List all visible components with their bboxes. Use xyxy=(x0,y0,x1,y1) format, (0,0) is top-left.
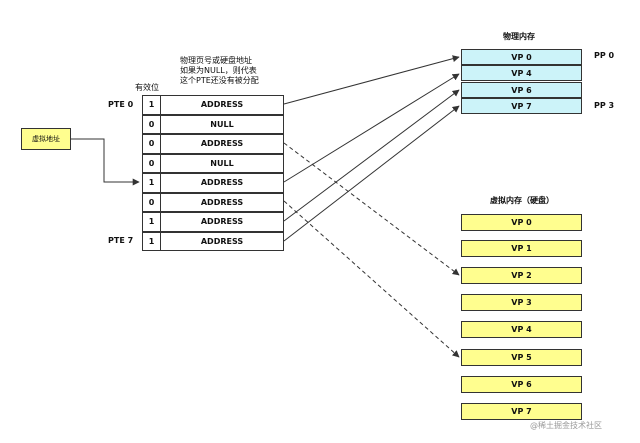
pte-addr-cell: ADDRESS xyxy=(160,192,284,212)
virtual-address-label: 虚拟地址 xyxy=(32,135,60,143)
mapping-arrow-pte0-vp0 xyxy=(283,55,460,105)
mapping-arrow-pte4-vp4 xyxy=(283,73,460,183)
virtual-page-label: VP 3 xyxy=(511,298,532,307)
virtual-page: VP 3 xyxy=(461,294,582,311)
pte-addr-value: ADDRESS xyxy=(200,178,244,188)
virtual-page: VP 7 xyxy=(461,403,582,420)
physical-page-label: VP 0 xyxy=(511,52,532,62)
virtual-address-box: 虚拟地址 xyxy=(21,128,71,150)
virtual-page: VP 1 xyxy=(461,240,582,257)
physical-page: VP 4 xyxy=(461,65,582,81)
virtual-page-label: VP 7 xyxy=(511,407,532,416)
virtual-page: VP 0 xyxy=(461,214,582,231)
pte-valid-value: 0 xyxy=(148,158,155,168)
pte-valid-value: 0 xyxy=(148,119,155,129)
virtual-page-label: VP 0 xyxy=(511,218,532,227)
pte-addr-value: ADDRESS xyxy=(200,100,244,110)
mapping-arrow-pte6-vp6 xyxy=(283,89,460,222)
pte7-label: PTE 7 xyxy=(108,236,134,245)
pp0-label: PP 0 xyxy=(594,51,615,60)
pte-valid-value: 1 xyxy=(148,217,155,227)
physical-page: VP 7 xyxy=(461,98,582,114)
pte-valid-value: 1 xyxy=(148,100,155,110)
pte-addr-value: ADDRESS xyxy=(200,139,244,149)
pte0-label: PTE 0 xyxy=(108,100,134,109)
pte-valid-value: 1 xyxy=(148,236,155,246)
page-table-note-line3: 这个PTE还没有被分配 xyxy=(180,76,259,85)
pte-addr-cell: NULL xyxy=(160,114,284,134)
virtual-page-label: VP 5 xyxy=(511,353,532,362)
pte-valid-value: 0 xyxy=(148,197,155,207)
virtual-page: VP 4 xyxy=(461,321,582,338)
virtual-page: VP 6 xyxy=(461,376,582,393)
pte-valid-cell: 0 xyxy=(142,153,161,173)
pte-addr-value: ADDRESS xyxy=(200,197,244,207)
virtual-page-label: VP 6 xyxy=(511,380,532,389)
virtual-page-label: VP 2 xyxy=(511,271,532,280)
page-table-note-line1: 物理页号或硬盘地址 xyxy=(180,56,252,65)
virtual-address-arrow xyxy=(71,138,140,186)
physical-page: VP 6 xyxy=(461,82,582,98)
physical-page-label: VP 4 xyxy=(511,68,532,78)
virtual-page-label: VP 1 xyxy=(511,244,532,253)
mapping-arrow-pte5-disk-vp5 xyxy=(283,200,460,358)
pte-addr-value: ADDRESS xyxy=(200,217,244,227)
pte-addr-cell: ADDRESS xyxy=(160,173,284,193)
pte-addr-cell: ADDRESS xyxy=(160,134,284,154)
pte-addr-cell: ADDRESS xyxy=(160,231,284,251)
page-table-note-line2: 如果为NULL，则代表 xyxy=(180,66,257,75)
pte-addr-value: NULL xyxy=(210,158,234,168)
virtual-page: VP 2 xyxy=(461,267,582,284)
virtual-page-label: VP 4 xyxy=(511,325,532,334)
pp3-label: PP 3 xyxy=(594,101,615,110)
pte-addr-cell: NULL xyxy=(160,153,284,173)
physical-page-label: VP 7 xyxy=(511,101,532,111)
pte-addr-value: ADDRESS xyxy=(200,236,244,246)
mapping-arrow-pte2-disk-vp2 xyxy=(283,142,460,276)
pte-valid-value: 1 xyxy=(148,178,155,188)
virtual-memory-title: 虚拟内存（硬盘） xyxy=(490,196,554,205)
physical-page-label: VP 6 xyxy=(511,85,532,95)
physical-memory-title: 物理内存 xyxy=(503,32,535,41)
pte-addr-cell: ADDRESS xyxy=(160,95,284,115)
pte-addr-value: NULL xyxy=(210,119,234,129)
pte-valid-value: 0 xyxy=(148,139,155,149)
valid-bit-label: 有效位 xyxy=(135,83,159,92)
physical-page: VP 0 xyxy=(461,49,582,65)
virtual-page: VP 5 xyxy=(461,349,582,366)
watermark: @稀土掘金技术社区 xyxy=(530,421,602,430)
pte-addr-cell: ADDRESS xyxy=(160,212,284,232)
mapping-arrow-pte7-vp7 xyxy=(283,105,460,242)
